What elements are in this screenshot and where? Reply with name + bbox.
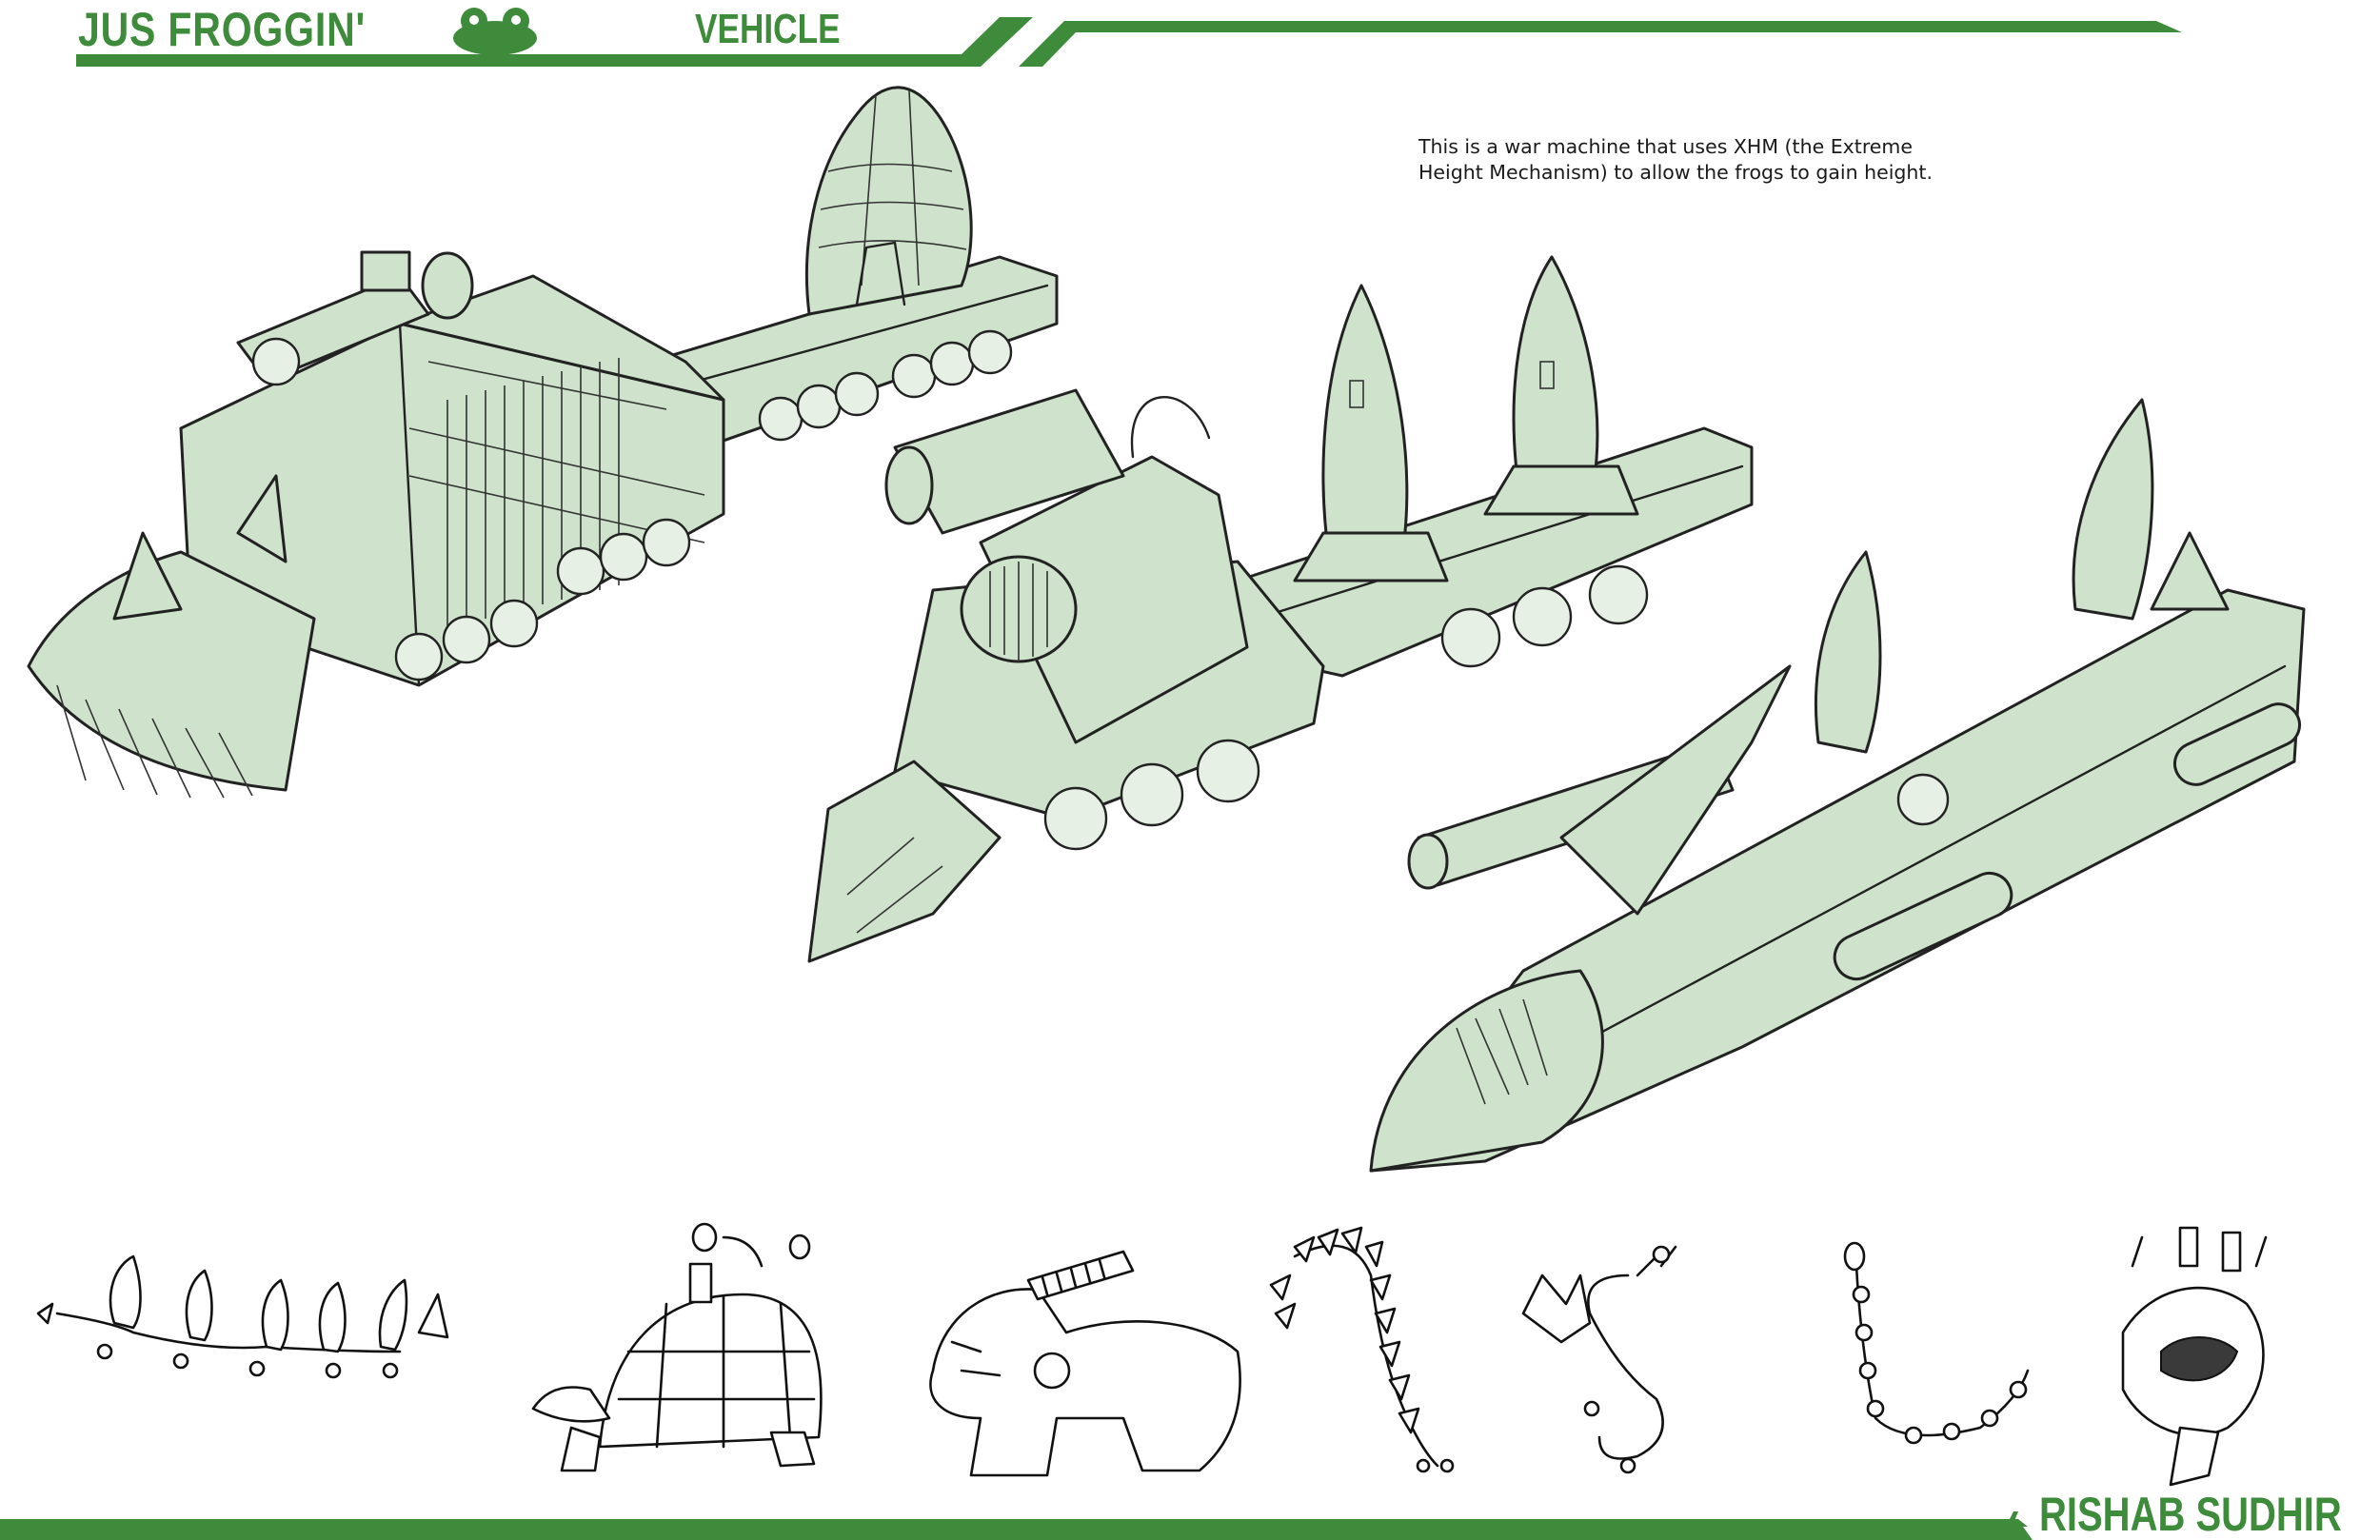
header-stripe-left bbox=[76, 17, 1033, 67]
thumbnail-turtle bbox=[531, 1222, 823, 1472]
war-train-sketch-2 bbox=[807, 255, 1754, 963]
thumbnail-l-bead-creature bbox=[1843, 1241, 2030, 1445]
footer-bar bbox=[0, 1511, 2033, 1540]
author-name: RISHAB SUDHIR bbox=[2039, 1488, 2342, 1540]
war-train-sketch-3 bbox=[1369, 398, 2306, 1173]
section-title: VEHICLE bbox=[695, 6, 841, 52]
thumbnail-frog-warrior bbox=[2121, 1226, 2268, 1487]
header-bar bbox=[76, 17, 2182, 67]
thumbnail-triangle-snake bbox=[1269, 1226, 1455, 1473]
vehicle-description: This is a war machine that uses XHM (the… bbox=[1418, 134, 2104, 186]
wheel-set bbox=[758, 329, 1013, 442]
frog-head-icon bbox=[453, 8, 537, 55]
brand-title: JUS FROGGIN' bbox=[78, 3, 367, 56]
concept-thumbnails bbox=[36, 1222, 2268, 1487]
thumbnail-armored-beast bbox=[929, 1250, 1241, 1477]
description-line: Height Mechanism) to allow the frogs to … bbox=[1418, 161, 1933, 184]
header-stripe-right bbox=[1019, 21, 2182, 67]
header-stripe-mid bbox=[1002, 21, 1059, 67]
war-train-sketch-1 bbox=[27, 86, 1059, 799]
thumbnail-s-bead-creature bbox=[1521, 1245, 1677, 1474]
thumbnail-leaf-caterpillar bbox=[36, 1254, 449, 1379]
description-line: This is a war machine that uses XHM (the… bbox=[1418, 135, 1914, 158]
